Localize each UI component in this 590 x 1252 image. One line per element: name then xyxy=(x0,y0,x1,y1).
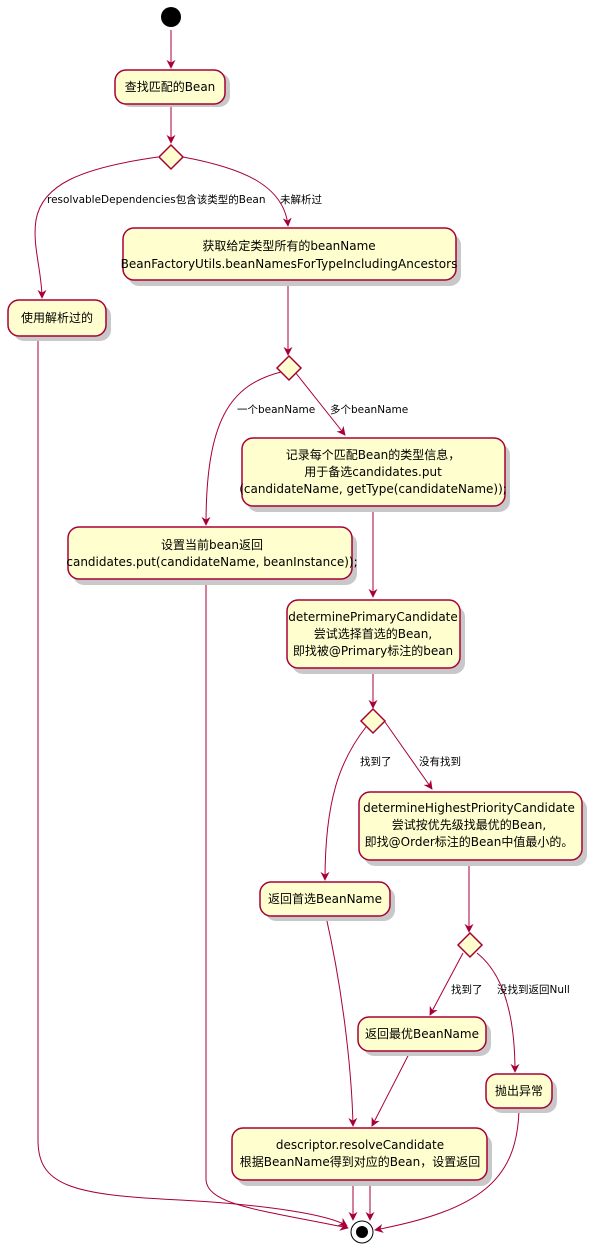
node-record-type: 记录每个匹配Bean的类型信息， 用于备选candidates.put (can… xyxy=(239,437,510,512)
node-determine-priority-line-1: determineHighestPriorityCandidate xyxy=(363,801,575,815)
node-return-primary-line-1: 返回首选BeanName xyxy=(268,892,382,906)
node-get-names-line-1: 获取给定类型所有的beanName xyxy=(202,238,375,253)
edge-labels: resolvableDependencies包含该类型的Bean 未解析过 一个… xyxy=(47,193,570,996)
node-use-resolved: 使用解析过的 xyxy=(7,299,111,341)
node-find-bean-line-1: 查找匹配的Bean xyxy=(125,79,216,94)
node-determine-primary: determinePrimaryCandidate 尝试选择首选的Bean, 即… xyxy=(286,599,465,674)
node-determine-priority-line-2: 尝试按优先级找最优的Bean, xyxy=(392,817,546,832)
node-return-best-line-1: 返回最优BeanName xyxy=(365,1027,479,1041)
edge-set-current-to-end xyxy=(205,580,349,1231)
edge-throw-to-end xyxy=(374,1109,520,1233)
node-record-type-line-1: 记录每个匹配Bean的类型信息， xyxy=(286,447,461,462)
edge-use-resolved-to-end xyxy=(37,340,348,1227)
node-resolve-candidate-line-1: descriptor.resolveCandidate xyxy=(276,1138,444,1152)
edge-label-not-found-best: 没找到返回Null xyxy=(497,983,570,996)
node-throw-exception-line-1: 抛出异常 xyxy=(495,1083,543,1098)
edges xyxy=(34,30,520,1233)
edge-decision2-to-record-type xyxy=(294,371,346,436)
node-determine-priority: determineHighestPriorityCandidate 尝试按优先级… xyxy=(358,791,587,866)
edge-label-resolvable: resolvableDependencies包含该类型的Bean xyxy=(47,193,266,206)
edge-decision4-to-return-best xyxy=(429,952,464,1016)
node-determine-primary-line-3: 即找被@Primary标注的bean xyxy=(293,643,453,658)
edge-decision1-to-use-resolved xyxy=(34,156,159,299)
end-node xyxy=(350,1220,374,1244)
decision-diamond-2 xyxy=(275,354,303,382)
start-node xyxy=(161,7,181,27)
node-set-current: 设置当前bean返回 candidates.put(candidateName,… xyxy=(66,526,358,585)
edge-decision1-to-get-names xyxy=(182,156,292,227)
edge-label-found-best: 找到了 xyxy=(451,983,483,996)
node-record-type-line-2: 用于备选candidates.put xyxy=(304,465,442,479)
node-find-bean: 查找匹配的Bean xyxy=(114,69,230,107)
node-resolve-candidate: descriptor.resolveCandidate 根据BeanName得到… xyxy=(231,1127,492,1186)
node-set-current-line-2: candidates.put(candidateName, beanInstan… xyxy=(66,555,357,569)
edge-decision4-to-throw xyxy=(476,952,520,1073)
edge-return-best-to-resolve xyxy=(371,1049,412,1127)
node-get-names: 获取给定类型所有的beanName BeanFactoryUtils.beanN… xyxy=(121,227,461,286)
edge-label-one-bean: 一个beanName xyxy=(237,404,315,416)
decision-diamond-4 xyxy=(456,931,484,959)
decision-diamond-3 xyxy=(359,707,387,735)
node-return-best: 返回最优BeanName xyxy=(357,1016,491,1056)
edge-decision3-to-return-primary xyxy=(320,726,367,881)
decision-diamond-1 xyxy=(157,143,185,171)
node-use-resolved-line-1: 使用解析过的 xyxy=(21,310,93,325)
edge-decision2-to-set-current xyxy=(201,371,282,526)
edge-label-not-found-primary: 没有找到 xyxy=(419,755,461,768)
node-return-primary: 返回首选BeanName xyxy=(259,881,395,921)
edge-return-primary-to-resolve xyxy=(324,911,358,1127)
edge-label-found-primary: 找到了 xyxy=(360,755,392,768)
node-record-type-line-3: (candidateName, getType(candidateName)); xyxy=(239,482,507,496)
node-determine-priority-line-3: 即找@Order标注的Bean中值最小的。 xyxy=(365,834,574,849)
node-throw-exception: 抛出异常 xyxy=(485,1073,557,1113)
edge-label-many-beans: 多个beanName xyxy=(330,403,408,416)
node-resolve-candidate-line-2: 根据BeanName得到对应的Bean，设置返回 xyxy=(240,1154,481,1169)
edge-decision3-to-priority xyxy=(384,721,433,790)
node-get-names-line-2: BeanFactoryUtils.beanNamesForTypeIncludi… xyxy=(121,257,458,271)
edge-label-not-resolved: 未解析过 xyxy=(280,193,322,206)
node-determine-primary-line-2: 尝试选择首选的Bean, xyxy=(314,626,432,641)
node-determine-primary-line-1: determinePrimaryCandidate xyxy=(288,610,458,624)
node-set-current-line-1: 设置当前bean返回 xyxy=(161,537,263,552)
